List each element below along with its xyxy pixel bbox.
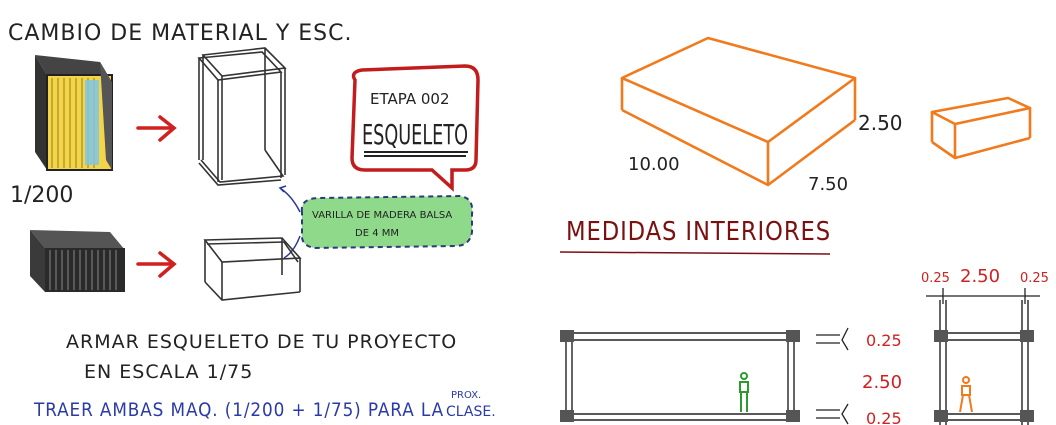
dim-height: 2.50 — [858, 111, 903, 135]
bring-prox: PROX. — [451, 390, 481, 401]
side-dim-middle: 2.50 — [862, 372, 902, 393]
side-dim-bottom: 0.25 — [866, 409, 902, 425]
colored-model-icon — [35, 55, 113, 171]
dim-width: 7.50 — [808, 174, 848, 195]
callout-line1: ETAPA 002 — [370, 90, 449, 108]
instruction-line1: ARMAR ESQUELETO DE TU PROYECTO — [66, 331, 457, 353]
skeleton-frame-icon — [197, 47, 287, 186]
volume-box-icon — [620, 36, 857, 187]
bring-clase: CLASE. — [446, 404, 496, 420]
small-box-icon — [930, 96, 1032, 160]
note-line1: VARILLA DE MADERA BALSA — [312, 210, 452, 221]
dim-length: 10.00 — [628, 154, 680, 175]
person-figure-orange-icon — [959, 376, 973, 413]
top-dim-middle: 2.50 — [960, 266, 1000, 287]
person-figure-green-icon — [739, 372, 749, 412]
instruction-line2: EN ESCALA 1/75 — [84, 361, 253, 383]
skeleton-frame-flat-icon — [203, 237, 302, 301]
section-long — [560, 330, 800, 422]
bring-text: TRAER AMBAS MAQ. (1/200 + 1/75) PARA LA — [33, 399, 444, 421]
material-note: VARILLA DE MADERA BALSA DE 4 MM — [300, 194, 474, 250]
top-dim-left: 0.25 — [921, 271, 950, 286]
top-dimension-line-icon — [926, 288, 1040, 304]
side-dim-top: 0.25 — [866, 331, 902, 350]
dimension-arrows-icon — [816, 327, 849, 425]
dark-model-icon — [30, 230, 125, 292]
callout-line2: ESQUELETO — [362, 118, 468, 151]
section-short — [934, 300, 1034, 425]
top-dim-right: 0.25 — [1020, 271, 1049, 286]
red-arrow-icon — [136, 115, 177, 142]
red-arrow-icon — [136, 251, 177, 278]
heading-medidas: MEDIDAS INTERIORES — [566, 217, 831, 247]
callout-bubble: ETAPA 002 ESQUELETO — [350, 64, 480, 192]
scale-label: 1/200 — [10, 183, 73, 208]
heading-underline — [559, 251, 831, 255]
left-title: CAMBIO DE MATERIAL Y ESC. — [8, 21, 353, 46]
note-line2: DE 4 MM — [355, 228, 399, 239]
